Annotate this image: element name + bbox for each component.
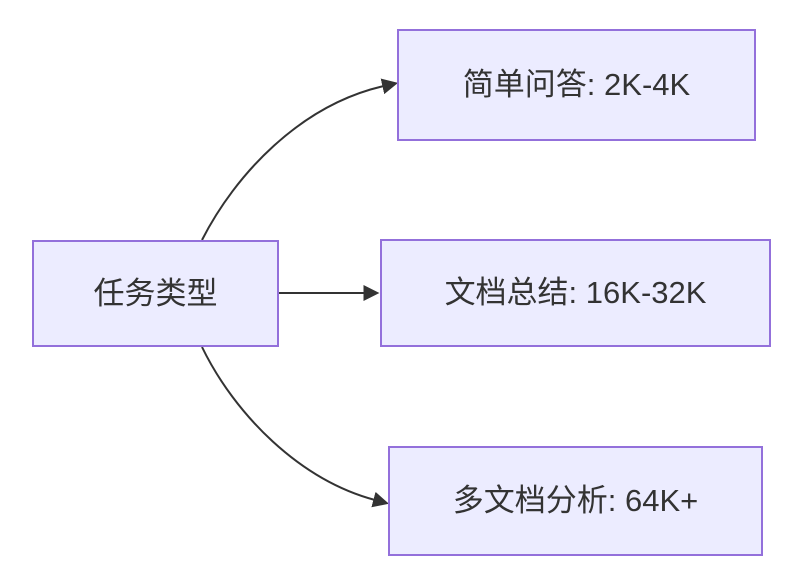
node-doc-summary-label: 文档总结: 16K-32K (444, 275, 707, 311)
node-simple-qa-label: 简单问答: 2K-4K (462, 67, 691, 103)
edge-task-type-to-multi-doc (201, 346, 389, 508)
node-multi-doc-label: 多文档分析: 64K+ (452, 483, 699, 519)
node-doc-summary: 文档总结: 16K-32K (380, 239, 771, 347)
node-task-type-label: 任务类型 (93, 275, 218, 311)
node-multi-doc: 多文档分析: 64K+ (388, 446, 763, 556)
node-simple-qa: 简单问答: 2K-4K (397, 29, 756, 141)
edge-task-type-to-simple-qa (201, 78, 399, 241)
node-task-type: 任务类型 (32, 240, 279, 347)
